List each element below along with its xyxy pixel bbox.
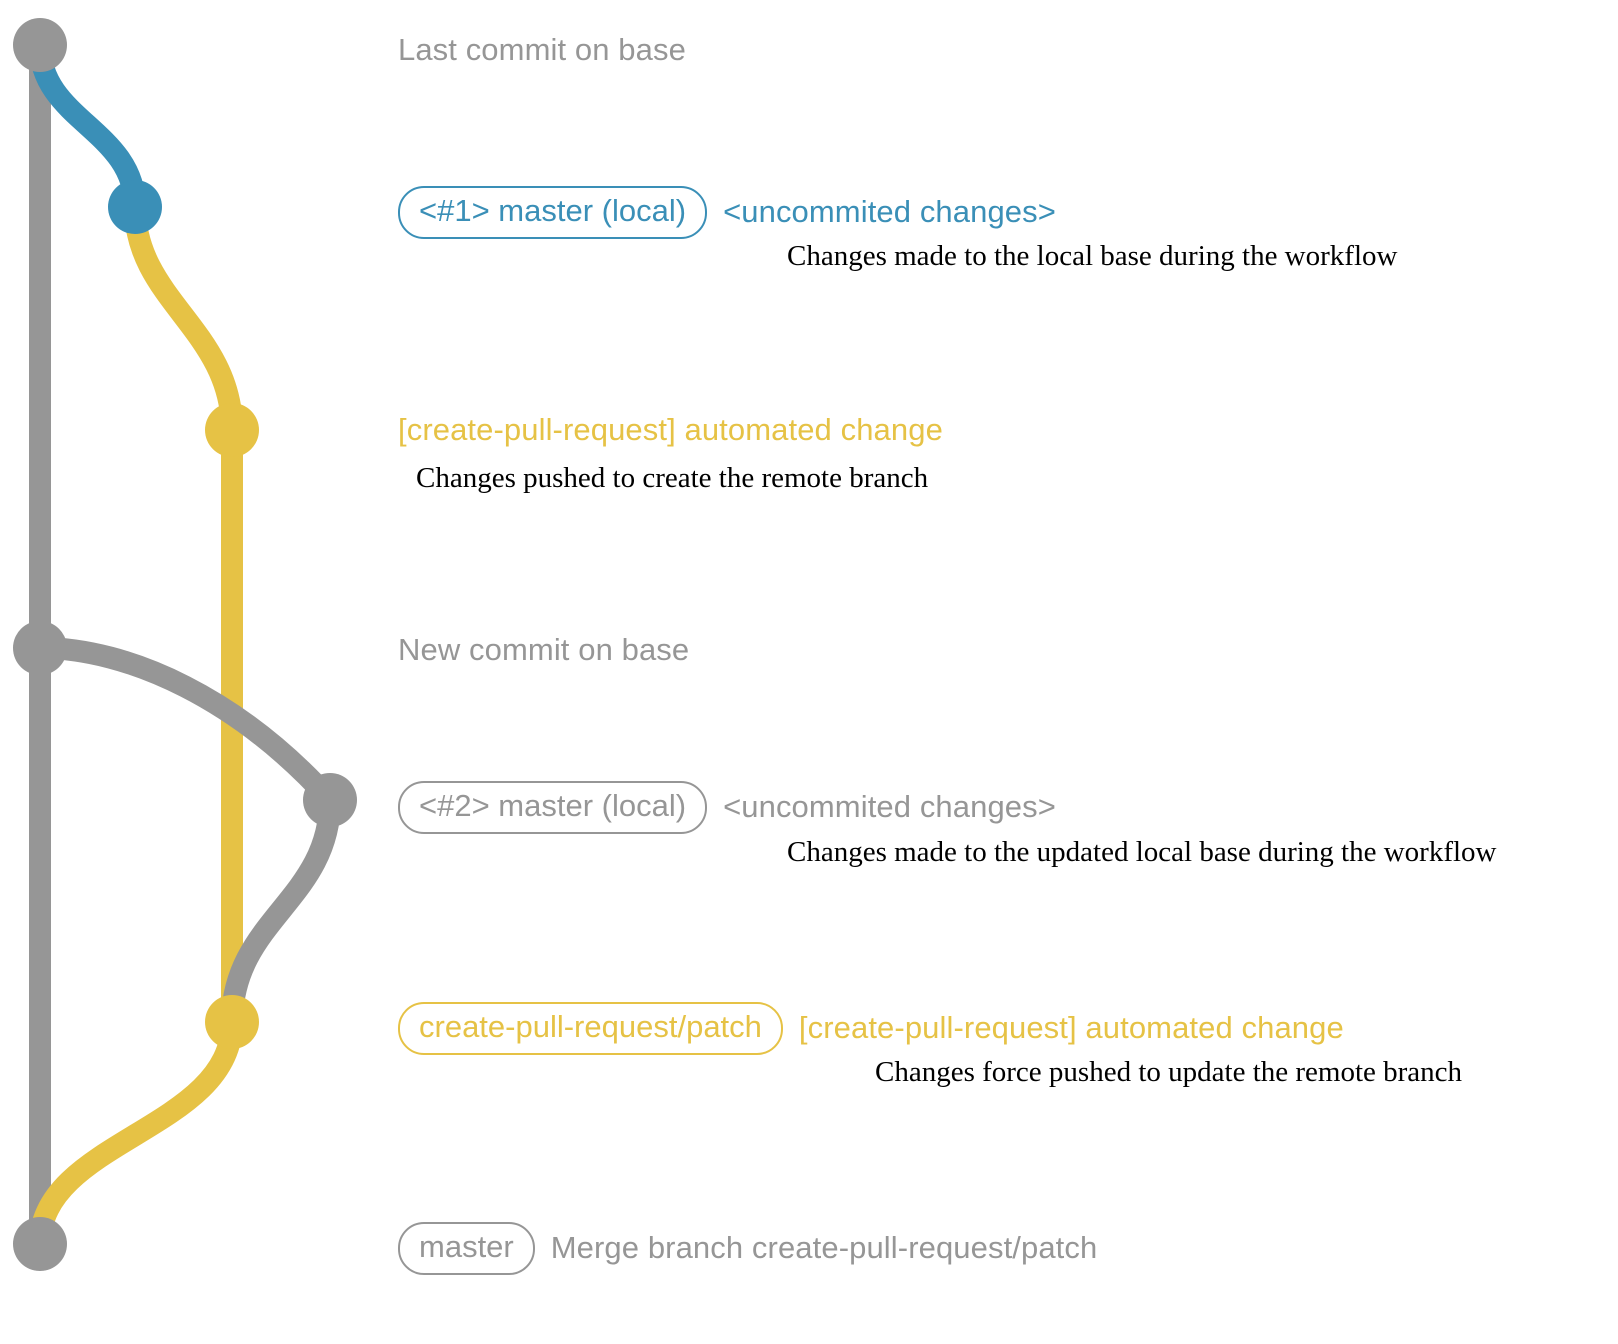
commit-message-automated-change-1: [create-pull-request] automated change bbox=[398, 412, 943, 447]
commit-message-merge-master: Merge branch create-pull-request/patch bbox=[550, 1230, 1098, 1266]
description-automated-change-2: Changes force pushed to update the remot… bbox=[875, 1056, 1463, 1088]
row-master-local-1: <#1> master (local) <uncommited changes> bbox=[398, 186, 1056, 239]
commit-node-master-local-1 bbox=[108, 180, 162, 234]
edge-base-to-local1 bbox=[29, 34, 146, 218]
edge-local1-to-patch1 bbox=[124, 196, 243, 441]
commit-node-automated-change-1 bbox=[205, 403, 259, 457]
edge-local2-to-patch2 bbox=[221, 789, 341, 1033]
row-last-commit-on-base: Last commit on base bbox=[398, 32, 686, 68]
commit-node-last-commit-on-base bbox=[13, 18, 67, 72]
branch-pill-master-local-1[interactable]: <#1> master (local) bbox=[398, 186, 708, 239]
description-master-local-2: Changes made to the updated local base d… bbox=[787, 836, 1497, 868]
row-master-local-2: <#2> master (local) <uncommited changes> bbox=[398, 781, 1056, 834]
commit-node-merge-master bbox=[13, 1217, 67, 1271]
commit-node-new-commit-on-base bbox=[13, 621, 67, 675]
commit-message-last-commit-on-base: Last commit on base bbox=[398, 32, 686, 67]
row-automated-change-2: create-pull-request/patch [create-pull-r… bbox=[398, 1002, 1344, 1055]
branch-pill-create-pull-request-patch[interactable]: create-pull-request/patch bbox=[398, 1002, 783, 1055]
row-merge-master: master Merge branch create-pull-request/… bbox=[398, 1222, 1097, 1275]
commit-message-automated-change-2: [create-pull-request] automated change bbox=[798, 1010, 1344, 1046]
commit-message-new-commit-on-base: New commit on base bbox=[398, 632, 690, 667]
commit-message-master-local-2: <uncommited changes> bbox=[723, 789, 1056, 825]
description-master-local-1: Changes made to the local base during th… bbox=[787, 240, 1398, 272]
description-automated-change-1: Changes pushed to create the remote bran… bbox=[416, 462, 929, 494]
commit-node-master-local-2 bbox=[303, 773, 357, 827]
row-automated-change-1: [create-pull-request] automated change bbox=[398, 412, 943, 448]
commit-node-automated-change-2 bbox=[205, 995, 259, 1049]
commit-message-master-local-1: <uncommited changes> bbox=[723, 194, 1056, 230]
commit-nodes bbox=[13, 18, 357, 1271]
edge-patch2-to-master bbox=[29, 1011, 243, 1255]
edge-base2-to-local2 bbox=[29, 637, 341, 811]
branch-pill-master[interactable]: master bbox=[398, 1222, 535, 1275]
row-new-commit-on-base: New commit on base bbox=[398, 632, 689, 668]
branch-pill-master-local-2[interactable]: <#2> master (local) bbox=[398, 781, 708, 834]
